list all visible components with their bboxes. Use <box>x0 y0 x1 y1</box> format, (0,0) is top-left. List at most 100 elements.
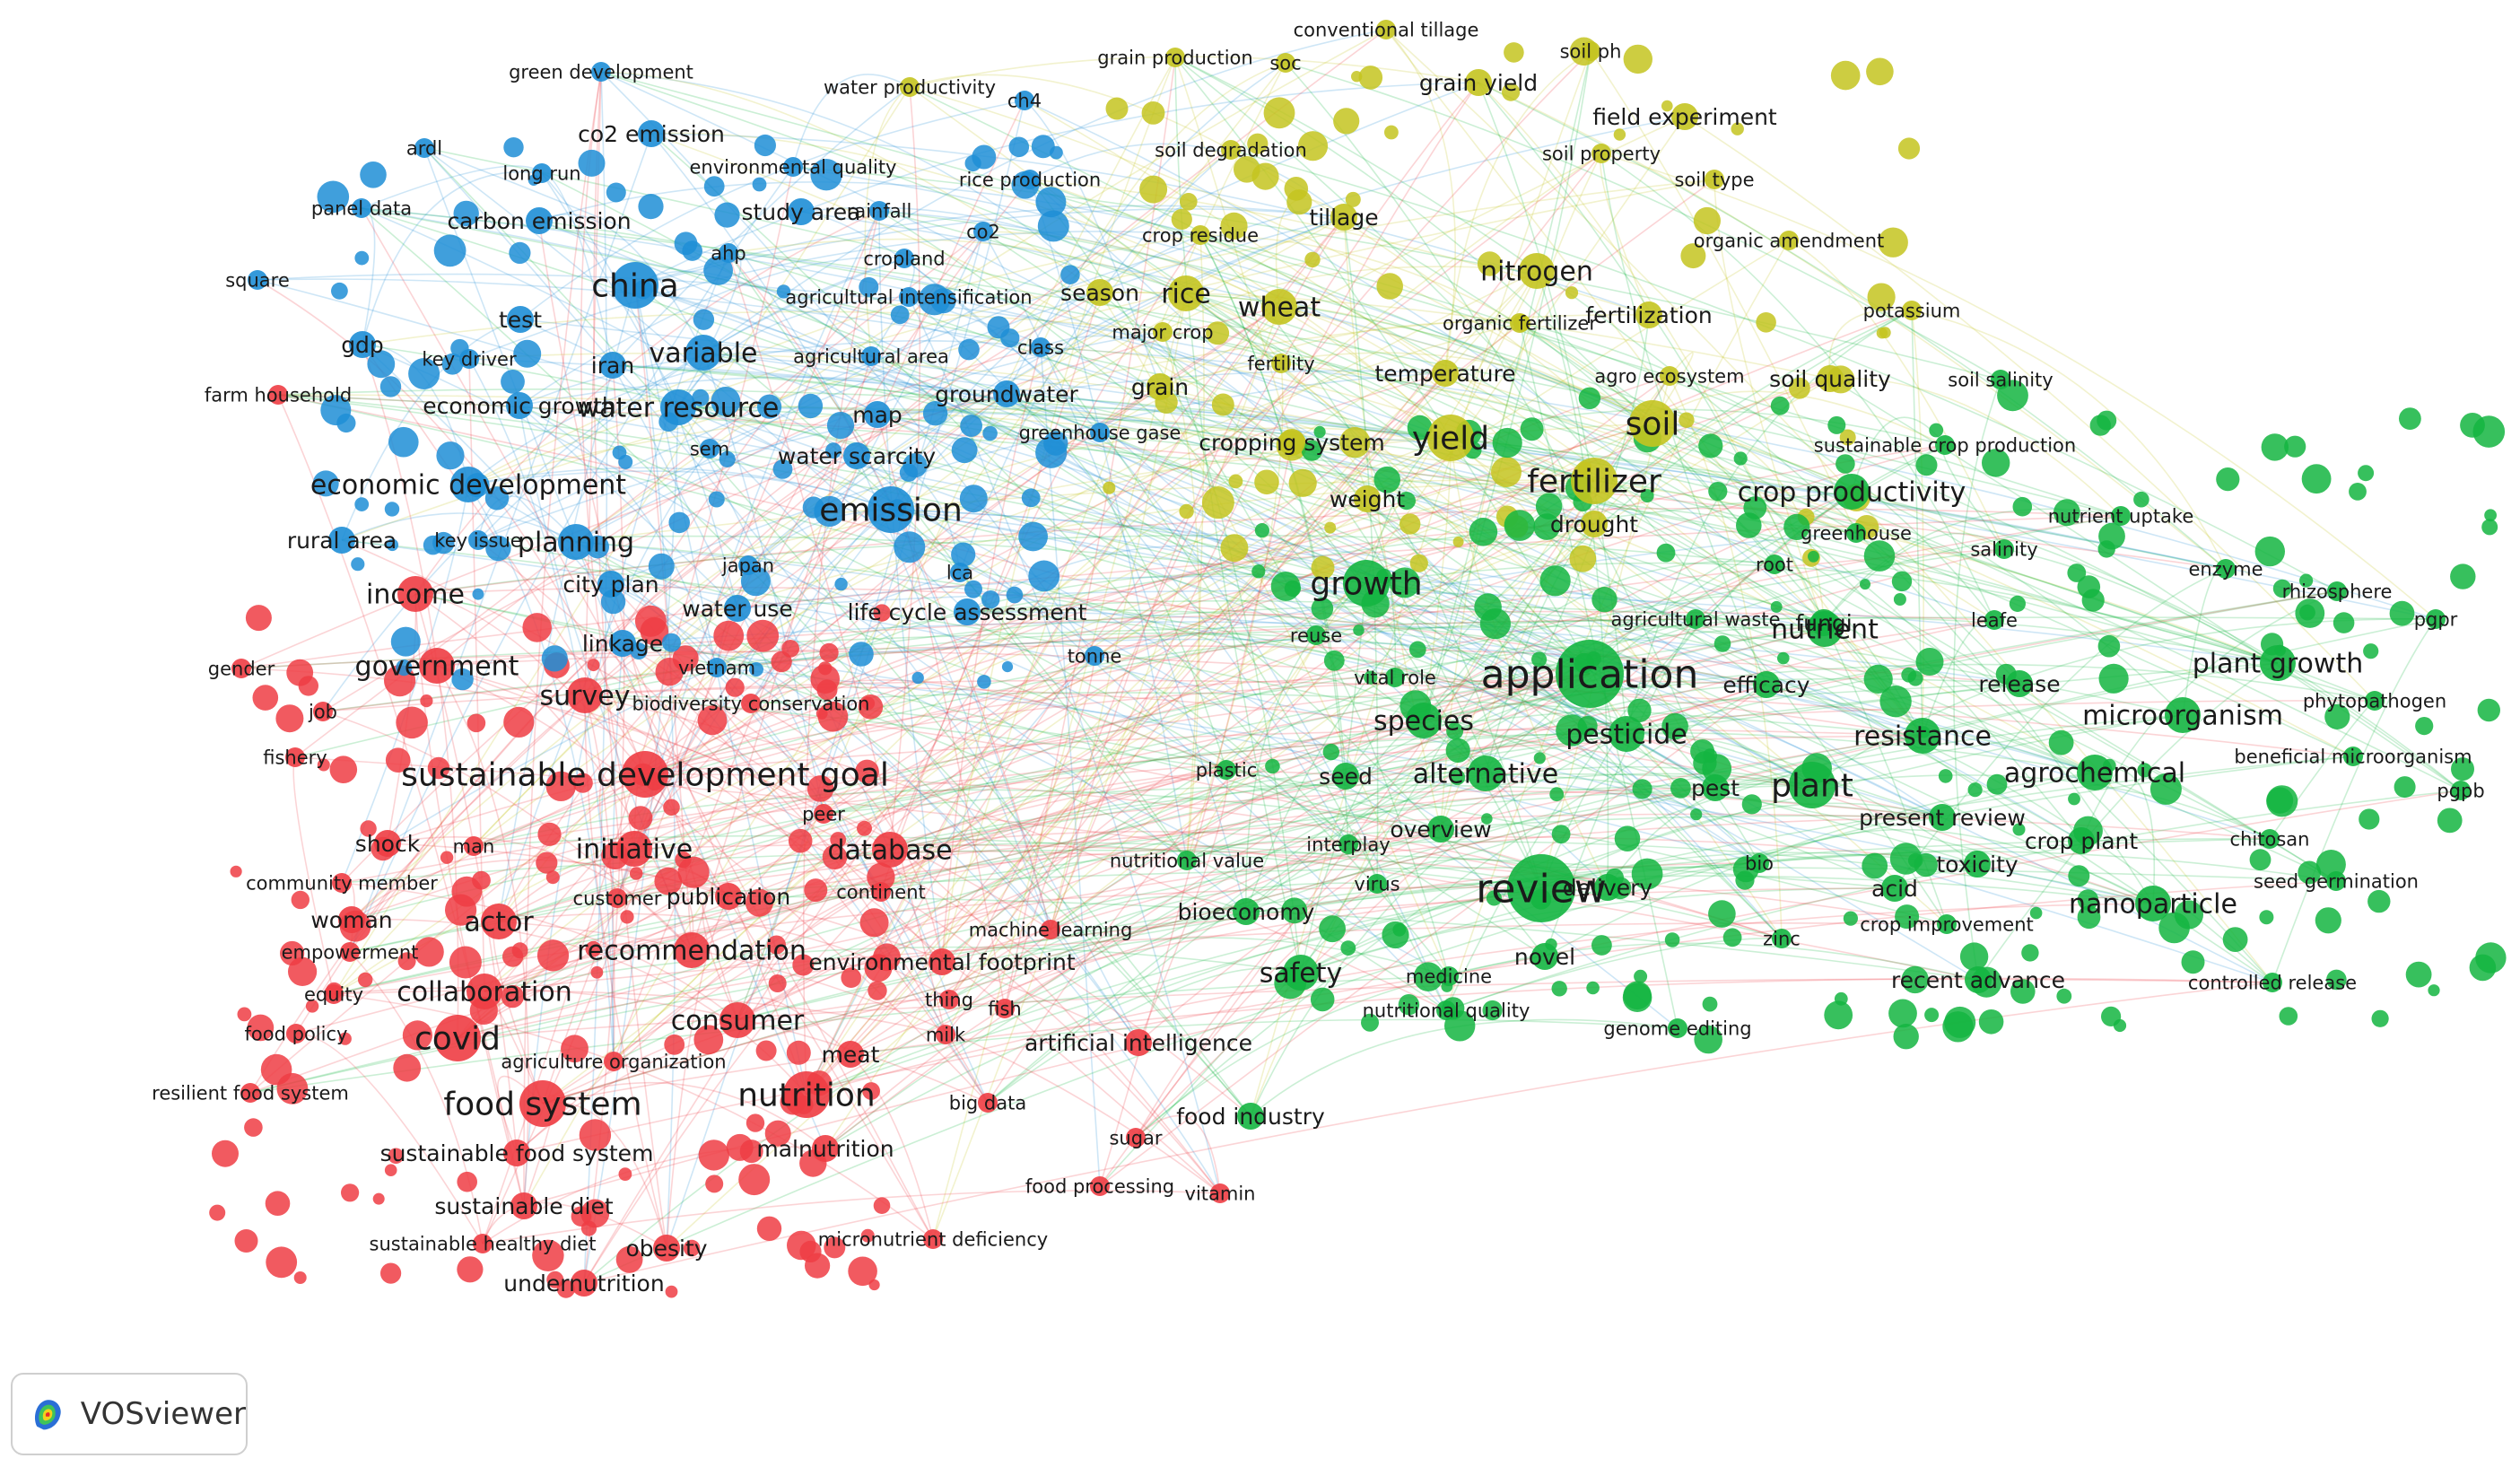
label-milk[interactable]: milk <box>926 1024 966 1045</box>
label-leafe[interactable]: leafe <box>1971 609 2018 631</box>
node-phytopathogen[interactable] <box>2365 691 2385 711</box>
node-vital-role[interactable] <box>1385 668 1405 687</box>
label-ahp[interactable]: ahp <box>711 242 746 264</box>
node-grain-production[interactable] <box>1165 48 1185 67</box>
label-grain-yield[interactable]: grain yield <box>1419 70 1538 96</box>
label-application[interactable]: application <box>1481 651 1699 697</box>
label-soil-degradation[interactable]: soil degradation <box>1155 139 1307 161</box>
node-sem[interactable] <box>700 439 719 458</box>
node-co2[interactable] <box>973 222 993 241</box>
node-agricultural-area[interactable] <box>861 346 881 366</box>
label-rice-production[interactable]: rice production <box>959 169 1101 190</box>
node-ardl[interactable] <box>414 138 434 158</box>
node-test[interactable] <box>507 306 534 333</box>
label-fertilizer[interactable]: fertilizer <box>1527 464 1661 501</box>
label-soil-salinity[interactable]: soil salinity <box>1948 369 2053 390</box>
node-release[interactable] <box>2006 670 2033 697</box>
node-malnutrition[interactable] <box>812 1135 839 1162</box>
label-water-productivity[interactable]: water productivity <box>824 76 996 98</box>
label-organic-fertilizer[interactable]: organic fertilizer <box>1443 312 1597 334</box>
node-study-area[interactable] <box>788 198 815 225</box>
label-agrochemical[interactable]: agrochemical <box>2004 758 2185 790</box>
node-species[interactable] <box>1406 703 1442 738</box>
label-potassium[interactable]: potassium <box>1863 300 1961 321</box>
node-acid[interactable] <box>1881 875 1908 902</box>
node-class[interactable] <box>1031 337 1051 357</box>
node-environmental-quality[interactable] <box>783 157 803 177</box>
label-resistance[interactable]: resistance <box>1853 721 1992 753</box>
label-recent-advance[interactable]: recent advance <box>1891 967 2065 993</box>
node-greenhouse-gase[interactable] <box>1090 423 1110 442</box>
node-season[interactable] <box>1086 279 1113 306</box>
node-sugar[interactable] <box>1126 1128 1146 1148</box>
label-ardl[interactable]: ardl <box>406 137 442 159</box>
node-artificial-intelligence[interactable] <box>1125 1029 1152 1056</box>
label-genome-editing[interactable]: genome editing <box>1603 1017 1751 1039</box>
label-fertilization[interactable]: fertilization <box>1585 302 1712 328</box>
label-bio[interactable]: bio <box>1745 852 1774 874</box>
node-long-run[interactable] <box>532 163 552 183</box>
node-enzyme[interactable] <box>2216 559 2236 579</box>
label-sustainable-diet[interactable]: sustainable diet <box>434 1193 613 1219</box>
node-china[interactable] <box>612 262 658 309</box>
node-survey[interactable] <box>567 677 603 713</box>
node-toxicity[interactable] <box>1964 851 1991 878</box>
node-biodiversity-conservation[interactable] <box>741 694 761 713</box>
node-cropping-system[interactable] <box>1278 429 1305 456</box>
node-temperature[interactable] <box>1432 360 1459 387</box>
node-crop-productivity[interactable] <box>1834 474 1870 510</box>
node-groundwater[interactable] <box>993 380 1020 407</box>
label-fungi[interactable]: fungi <box>1795 610 1852 636</box>
label-yield[interactable]: yield <box>1412 421 1489 458</box>
node-rice-production[interactable] <box>1020 170 1040 189</box>
node-recommendation[interactable] <box>674 932 710 968</box>
label-nutrient[interactable]: nutrient <box>1771 615 1879 646</box>
node-resistance[interactable] <box>1905 718 1940 754</box>
label-income[interactable]: income <box>366 580 465 611</box>
label-rural-area[interactable]: rural area <box>287 528 397 554</box>
node-overview[interactable] <box>1427 816 1454 843</box>
node-alternative[interactable] <box>1468 755 1504 791</box>
label-sustainable-development-goal[interactable]: sustainable development goal <box>401 757 889 794</box>
node-crop-improvement[interactable] <box>1937 914 1957 934</box>
node-big-data[interactable] <box>978 1093 998 1113</box>
node-peer[interactable] <box>814 804 833 824</box>
label-resilient-food-system[interactable]: resilient food system <box>152 1082 349 1104</box>
label-panel-data[interactable]: panel data <box>311 197 412 219</box>
node-sustainable-food-system[interactable] <box>503 1140 530 1166</box>
node-rainfall[interactable] <box>869 201 889 221</box>
node-application[interactable] <box>1556 640 1624 708</box>
label-agro-ecosystem[interactable]: agro ecosystem <box>1594 365 1744 387</box>
label-co2-emission[interactable]: co2 emission <box>578 121 725 147</box>
node-root[interactable] <box>1765 554 1784 574</box>
label-variable[interactable]: variable <box>649 338 757 370</box>
node-iran[interactable] <box>599 352 626 379</box>
node-rice[interactable] <box>1168 275 1204 311</box>
node-equity[interactable] <box>324 984 344 1004</box>
label-machine-learning[interactable]: machine learning <box>969 919 1133 940</box>
label-planning[interactable]: planning <box>518 528 634 559</box>
label-nitrogen[interactable]: nitrogen <box>1480 257 1593 288</box>
label-nutrient-uptake[interactable]: nutrient uptake <box>2048 505 2194 527</box>
node-pesticide[interactable] <box>1609 716 1644 752</box>
label-food-industry[interactable]: food industry <box>1176 1104 1325 1130</box>
node-lca[interactable] <box>950 563 970 582</box>
label-major-crop[interactable]: major crop <box>1112 321 1213 343</box>
label-pgpb[interactable]: pgpb <box>2437 780 2484 801</box>
node-greenhouse[interactable] <box>1846 523 1866 543</box>
label-virus[interactable]: virus <box>1354 873 1400 895</box>
node-gdp[interactable] <box>349 331 376 358</box>
label-present-review[interactable]: present review <box>1859 805 2026 831</box>
node-agricultural-intensification[interactable] <box>899 287 919 307</box>
label-sugar[interactable]: sugar <box>1109 1127 1162 1148</box>
label-iran[interactable]: iran <box>591 353 634 379</box>
label-man[interactable]: man <box>453 835 495 857</box>
node-collaboration[interactable] <box>467 974 502 1009</box>
node-plastic[interactable] <box>1216 760 1236 780</box>
label-soil-type[interactable]: soil type <box>1674 169 1754 190</box>
label-temperature[interactable]: temperature <box>1374 361 1515 387</box>
label-conventional-tillage[interactable]: conventional tillage <box>1294 19 1479 40</box>
node-crop-plant[interactable] <box>2068 827 2095 854</box>
label-biodiversity-conservation[interactable]: biodiversity conservation <box>632 693 870 714</box>
label-micronutrient-deficiency[interactable]: micronutrient deficiency <box>818 1228 1048 1250</box>
